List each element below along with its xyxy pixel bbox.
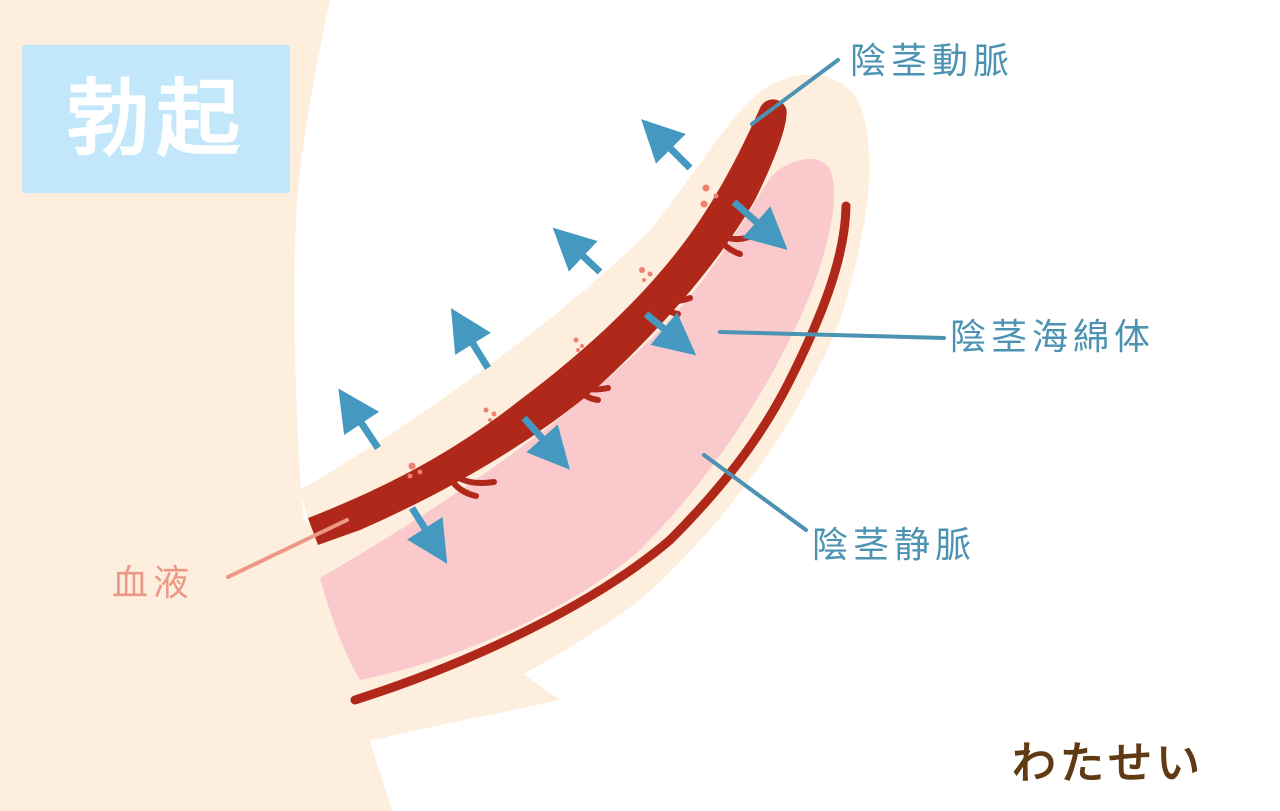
label-deep-artery: 陰茎動脈 (850, 41, 1015, 82)
title-box: 勃起 (22, 45, 290, 193)
arrow-icon (338, 388, 381, 450)
author-signature: わたせい (1012, 738, 1204, 789)
arrow-icon (450, 308, 491, 370)
arrow-icon (641, 119, 693, 171)
diagram-title: 勃起 (65, 70, 246, 168)
arrow-icon (552, 227, 603, 275)
leader-corpus-cavernosum (718, 330, 946, 340)
helicine-arteries (442, 222, 755, 499)
corpus-cavernosum (320, 158, 834, 680)
arrow-icon (521, 415, 570, 470)
label-blood: 血液 (112, 563, 195, 604)
label-dorsal-vein: 陰茎静脈 (812, 525, 977, 566)
leader-dorsal-vein (702, 453, 808, 532)
arrow-icons (338, 119, 788, 564)
leader-deep-artery (750, 58, 840, 126)
arrow-icon (407, 506, 448, 564)
arrow-icon (731, 199, 788, 251)
dorsal-vein (350, 201, 851, 705)
label-corpus-cavernosum: 陰茎海綿体 (950, 317, 1156, 358)
blood-cells (407, 184, 719, 479)
deep-artery (308, 99, 787, 546)
leader-lines (226, 58, 946, 579)
arrow-icon (643, 311, 697, 356)
leader-blood (226, 518, 349, 579)
